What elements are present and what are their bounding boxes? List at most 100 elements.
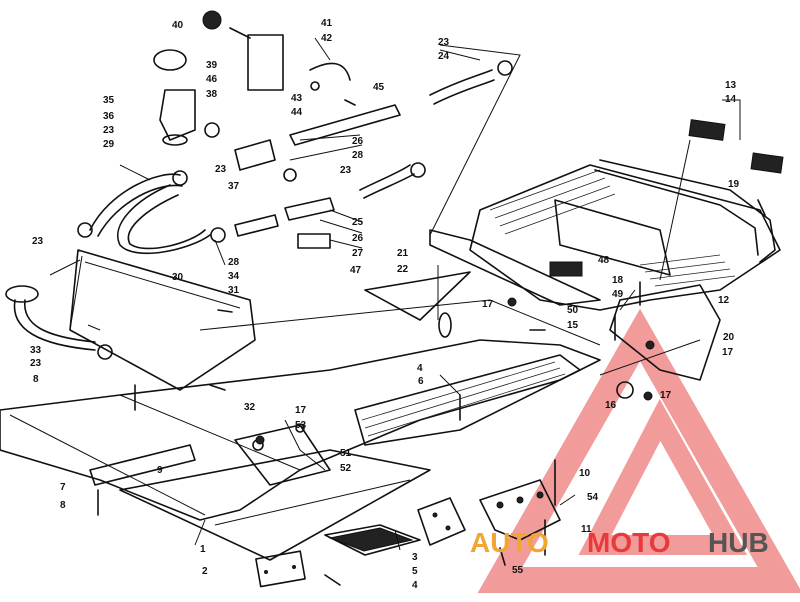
decal-13 <box>688 119 726 141</box>
bracket-7 <box>89 444 196 486</box>
callout: 23 <box>438 37 450 48</box>
bracket-hole <box>496 501 504 509</box>
callout: 23 <box>215 164 227 175</box>
hose-33-end <box>5 285 39 303</box>
hose-34-inner <box>127 194 206 250</box>
washer-43 <box>310 81 320 91</box>
leader-26b <box>319 219 363 234</box>
mount-bracket-outline <box>234 424 331 486</box>
leader-54 <box>559 494 576 506</box>
callout: 23 <box>340 165 352 176</box>
leader-25 <box>329 209 363 223</box>
callout: 29 <box>103 139 115 150</box>
leader-28b <box>214 239 226 266</box>
callout: 9 <box>157 465 163 476</box>
hose-33-inner <box>24 299 96 343</box>
screw-4 <box>324 574 341 586</box>
filler-neck <box>153 49 196 146</box>
rail-hatching <box>361 361 566 437</box>
nut-17 <box>255 435 265 445</box>
callout: 24 <box>438 51 450 62</box>
hose-29-inner <box>97 184 183 237</box>
cap-36 <box>153 49 187 71</box>
rear-frame-outline <box>469 164 781 311</box>
leader-3-5 <box>394 529 401 551</box>
mount-bracket-51 <box>234 423 331 486</box>
callout: 45 <box>373 82 385 93</box>
watermark-hub: HUB <box>708 527 769 558</box>
callout: 30 <box>172 272 184 283</box>
clamp-23 <box>283 168 297 182</box>
callout: 37 <box>228 181 240 192</box>
clamps <box>77 60 513 360</box>
screw-31 <box>217 309 233 313</box>
callout: 33 <box>30 345 42 356</box>
hose-34 <box>117 184 211 255</box>
callout: 31 <box>228 285 240 296</box>
skid-plate-outline <box>324 524 421 556</box>
side-panel-outline <box>69 249 256 391</box>
leader-4-6 <box>439 374 461 396</box>
leader-12 <box>659 139 691 281</box>
tube-28-upper <box>234 139 276 171</box>
tube-26-upper <box>289 104 401 146</box>
leader-27 <box>329 239 363 249</box>
callout: 18 <box>612 275 624 286</box>
callout: 36 <box>103 111 115 122</box>
callout: 52 <box>340 463 352 474</box>
tank-neck <box>229 27 251 39</box>
callout: 51 <box>340 448 352 459</box>
callout: 8 <box>33 374 39 385</box>
watermark-moto: MOTO <box>587 527 670 558</box>
callout: 49 <box>612 289 624 300</box>
tube-28-lower <box>234 214 279 237</box>
leader-lines <box>49 37 741 551</box>
callout: 1 <box>200 544 206 555</box>
hitch-plate <box>554 199 671 276</box>
screw-32 <box>209 384 226 391</box>
leader-51-53 <box>284 419 326 471</box>
callout: 25 <box>352 217 364 228</box>
bracket-hole <box>516 496 524 504</box>
leader-16 <box>599 339 701 376</box>
skid-plate-fill <box>328 527 414 552</box>
callout: 23 <box>32 236 44 247</box>
callout: 17 <box>722 347 734 358</box>
callout: 14 <box>725 94 737 105</box>
clamp-23 <box>210 227 226 243</box>
watermark-outer-triangle <box>477 308 800 593</box>
leader-26 <box>299 134 361 141</box>
callout: 15 <box>567 320 579 331</box>
callout: 13 <box>725 80 737 91</box>
bumper-rail-inner <box>594 169 759 256</box>
watermark-auto: AUTO <box>470 527 549 558</box>
callout: 5 <box>412 566 418 577</box>
rail-outline <box>354 354 581 446</box>
tank-body <box>247 34 284 91</box>
clamp-23 <box>97 344 113 360</box>
hose-25 <box>359 164 411 191</box>
decal-14 <box>750 152 784 174</box>
callout: 46 <box>206 74 218 85</box>
plate-2-hole <box>264 570 268 574</box>
callout: 28 <box>228 257 240 268</box>
callout: 42 <box>321 33 333 44</box>
callout: 6 <box>418 376 424 387</box>
nut-17 <box>645 340 655 350</box>
leader-30 <box>87 324 101 331</box>
plate-2-outline <box>255 550 306 588</box>
callout: 8 <box>60 500 66 511</box>
hose-24-inner <box>433 79 495 105</box>
clamp-23 <box>410 162 426 178</box>
callout: 11 <box>581 524 592 535</box>
callout: 35 <box>103 95 115 106</box>
clamp-23 <box>497 60 513 76</box>
snow-flap-20 <box>609 284 721 381</box>
callout: 53 <box>295 420 307 431</box>
callout: 43 <box>291 93 303 104</box>
decals <box>688 119 784 174</box>
clamp-23 <box>77 222 93 238</box>
callout: 28 <box>352 150 364 161</box>
side-panel-30 <box>69 249 256 391</box>
plate-21 <box>429 229 601 306</box>
